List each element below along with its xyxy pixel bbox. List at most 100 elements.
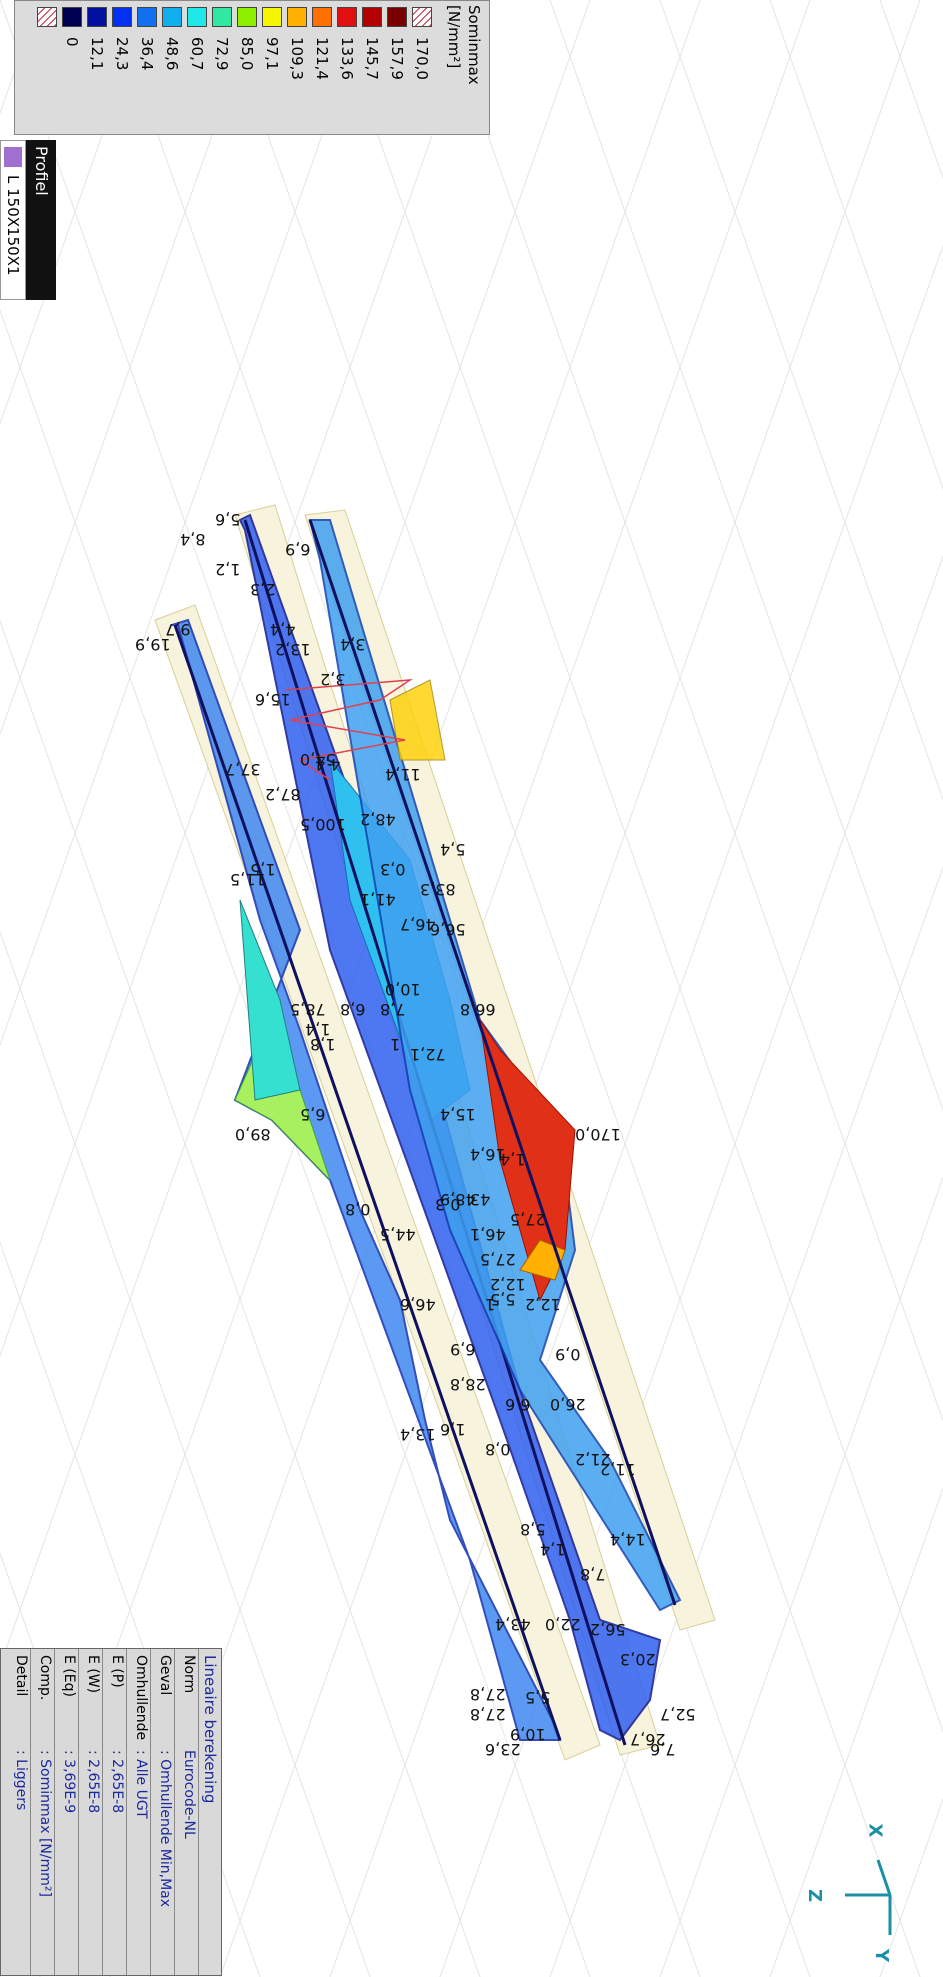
stress-value-label: 87,2 (265, 785, 301, 804)
legend-swatch (87, 7, 107, 27)
stress-value-label: 83,3 (420, 880, 456, 899)
stress-value-label: 20,3 (620, 1650, 656, 1669)
grid-line (0, 0, 481, 1358)
stress-value-label: 0,3 (435, 1195, 461, 1214)
stress-value-label: 48,2 (360, 810, 396, 829)
grid-line (769, 0, 943, 491)
legend-value: 121,4 (313, 37, 331, 80)
legend-value: 97,1 (263, 37, 281, 71)
legend-value: 12,1 (88, 37, 106, 71)
legend-swatch (412, 7, 432, 27)
stress-value-label: 1,8 (310, 1035, 336, 1054)
legend-value: 60,7 (188, 37, 206, 71)
stress-value-label: 1,4 (540, 1540, 566, 1559)
stress-value-label: 23,6 (485, 1740, 521, 1759)
legend-swatch (312, 7, 332, 27)
info-value: Eurocode-NL (181, 1750, 197, 1839)
stress-value-label: 8,4 (180, 530, 206, 549)
info-value: : Omhullende Min,Max (157, 1750, 173, 1908)
z-axis-label: Z (804, 1888, 826, 1903)
legend-entry: 36,4 (136, 7, 158, 70)
stress-value-label: 27,5 (510, 1210, 546, 1229)
legend-entry: 145,7 (361, 7, 383, 80)
stress-value-label: 0,8 (345, 1200, 371, 1219)
stress-value-label: 46,6 (400, 1295, 436, 1314)
legend-swatch (37, 7, 57, 27)
legend-swatch (362, 7, 382, 27)
grid-line (0, 0, 591, 1668)
info-separator (126, 1649, 127, 1975)
info-key: E (P) (109, 1655, 125, 1688)
stress-value-label: 5,5 (525, 1688, 551, 1707)
info-row: Geval: Omhullende Min,Max (157, 1655, 173, 1907)
info-value: : 3,69E-9 (61, 1750, 77, 1814)
y-axis-label: Y (871, 1948, 893, 1963)
legend-swatch (137, 7, 157, 27)
info-key: Detail (13, 1655, 29, 1697)
stress-value-label: 100,5 (300, 815, 346, 834)
grid-line (879, 1797, 943, 1977)
stress-value-label: 7,8 (380, 1000, 406, 1019)
legend-entry: 60,7 (186, 7, 208, 70)
stress-value-label: 5,8 (520, 1520, 546, 1539)
legend-value: 145,7 (363, 37, 381, 80)
beam-left[interactable] (154, 604, 601, 1761)
stress-value-label: 5,4 (440, 840, 466, 859)
stress-value-label: 1 (390, 1035, 401, 1054)
stress-value-label: 46,1 (470, 1225, 506, 1244)
stress-value-label: 89,0 (235, 1125, 271, 1144)
info-row: E (W): 2,65E-8 (85, 1655, 101, 1813)
grid-line (219, 0, 921, 1977)
legend-value: 24,3 (113, 37, 131, 71)
stress-value-label: 41,1 (360, 890, 396, 909)
stress-value-label: 7,6 (650, 1740, 676, 1759)
stress-value-label: 28,8 (450, 1375, 486, 1394)
grid-line (0, 1241, 261, 1977)
legend-entry: 72,9 (211, 7, 233, 70)
legend-entry: 48,6 (161, 7, 183, 70)
legend-swatch (387, 7, 407, 27)
info-value: : Alle UGT (133, 1750, 149, 1819)
beam-right[interactable] (284, 509, 716, 1631)
info-value: : 2,65E-8 (109, 1750, 125, 1814)
info-separator (78, 1649, 79, 1975)
stress-value-label: 12,2 (525, 1295, 561, 1314)
axis-triad (845, 1859, 892, 1935)
stress-value-label: 1,2 (215, 560, 241, 579)
info-row: NormEurocode-NL (181, 1655, 197, 1839)
profile-color-swatch (4, 147, 22, 167)
stress-value-label: 2,3 (250, 580, 276, 599)
grid-line (549, 865, 943, 1977)
stress-value-label: 0,3 (380, 860, 406, 879)
stress-value-label: 1,5 (250, 860, 276, 879)
stress-value-label: 4,4 (270, 620, 296, 639)
legend-swatch (287, 7, 307, 27)
info-row: E (P) : 2,65E-8 (109, 1655, 125, 1813)
stress-value-label: 27,5 (480, 1250, 516, 1269)
grid-line (0, 0, 371, 1047)
stress-value-label: 43,4 (495, 1615, 531, 1634)
legend-swatch (112, 7, 132, 27)
info-key: E (W) (85, 1655, 101, 1694)
stress-value-label: 6,6 (505, 1395, 531, 1414)
stress-value-label: 11,4 (385, 765, 421, 784)
stress-value-label: 22,0 (545, 1615, 581, 1634)
stress-value-label: 15,4 (440, 1105, 476, 1124)
info-title: Lineaire berekening (201, 1655, 219, 1804)
stress-value-label: 9,7 (165, 620, 191, 639)
stress-value-label: 37,7 (225, 760, 261, 779)
legend-value: 157,9 (388, 37, 406, 80)
stress-value-label: 56,2 (590, 1620, 626, 1639)
legend-entry: 133,6 (336, 7, 358, 80)
info-separator (30, 1649, 31, 1975)
info-row: Detail: Liggers (13, 1655, 29, 1810)
stress-value-label: 3,2 (320, 670, 346, 689)
info-key: E (Eq) (61, 1655, 77, 1697)
legend-swatch (62, 7, 82, 27)
legend-entry: 121,4 (311, 7, 333, 80)
legend-entry: 157,9 (386, 7, 408, 80)
info-key: Norm (181, 1655, 197, 1694)
